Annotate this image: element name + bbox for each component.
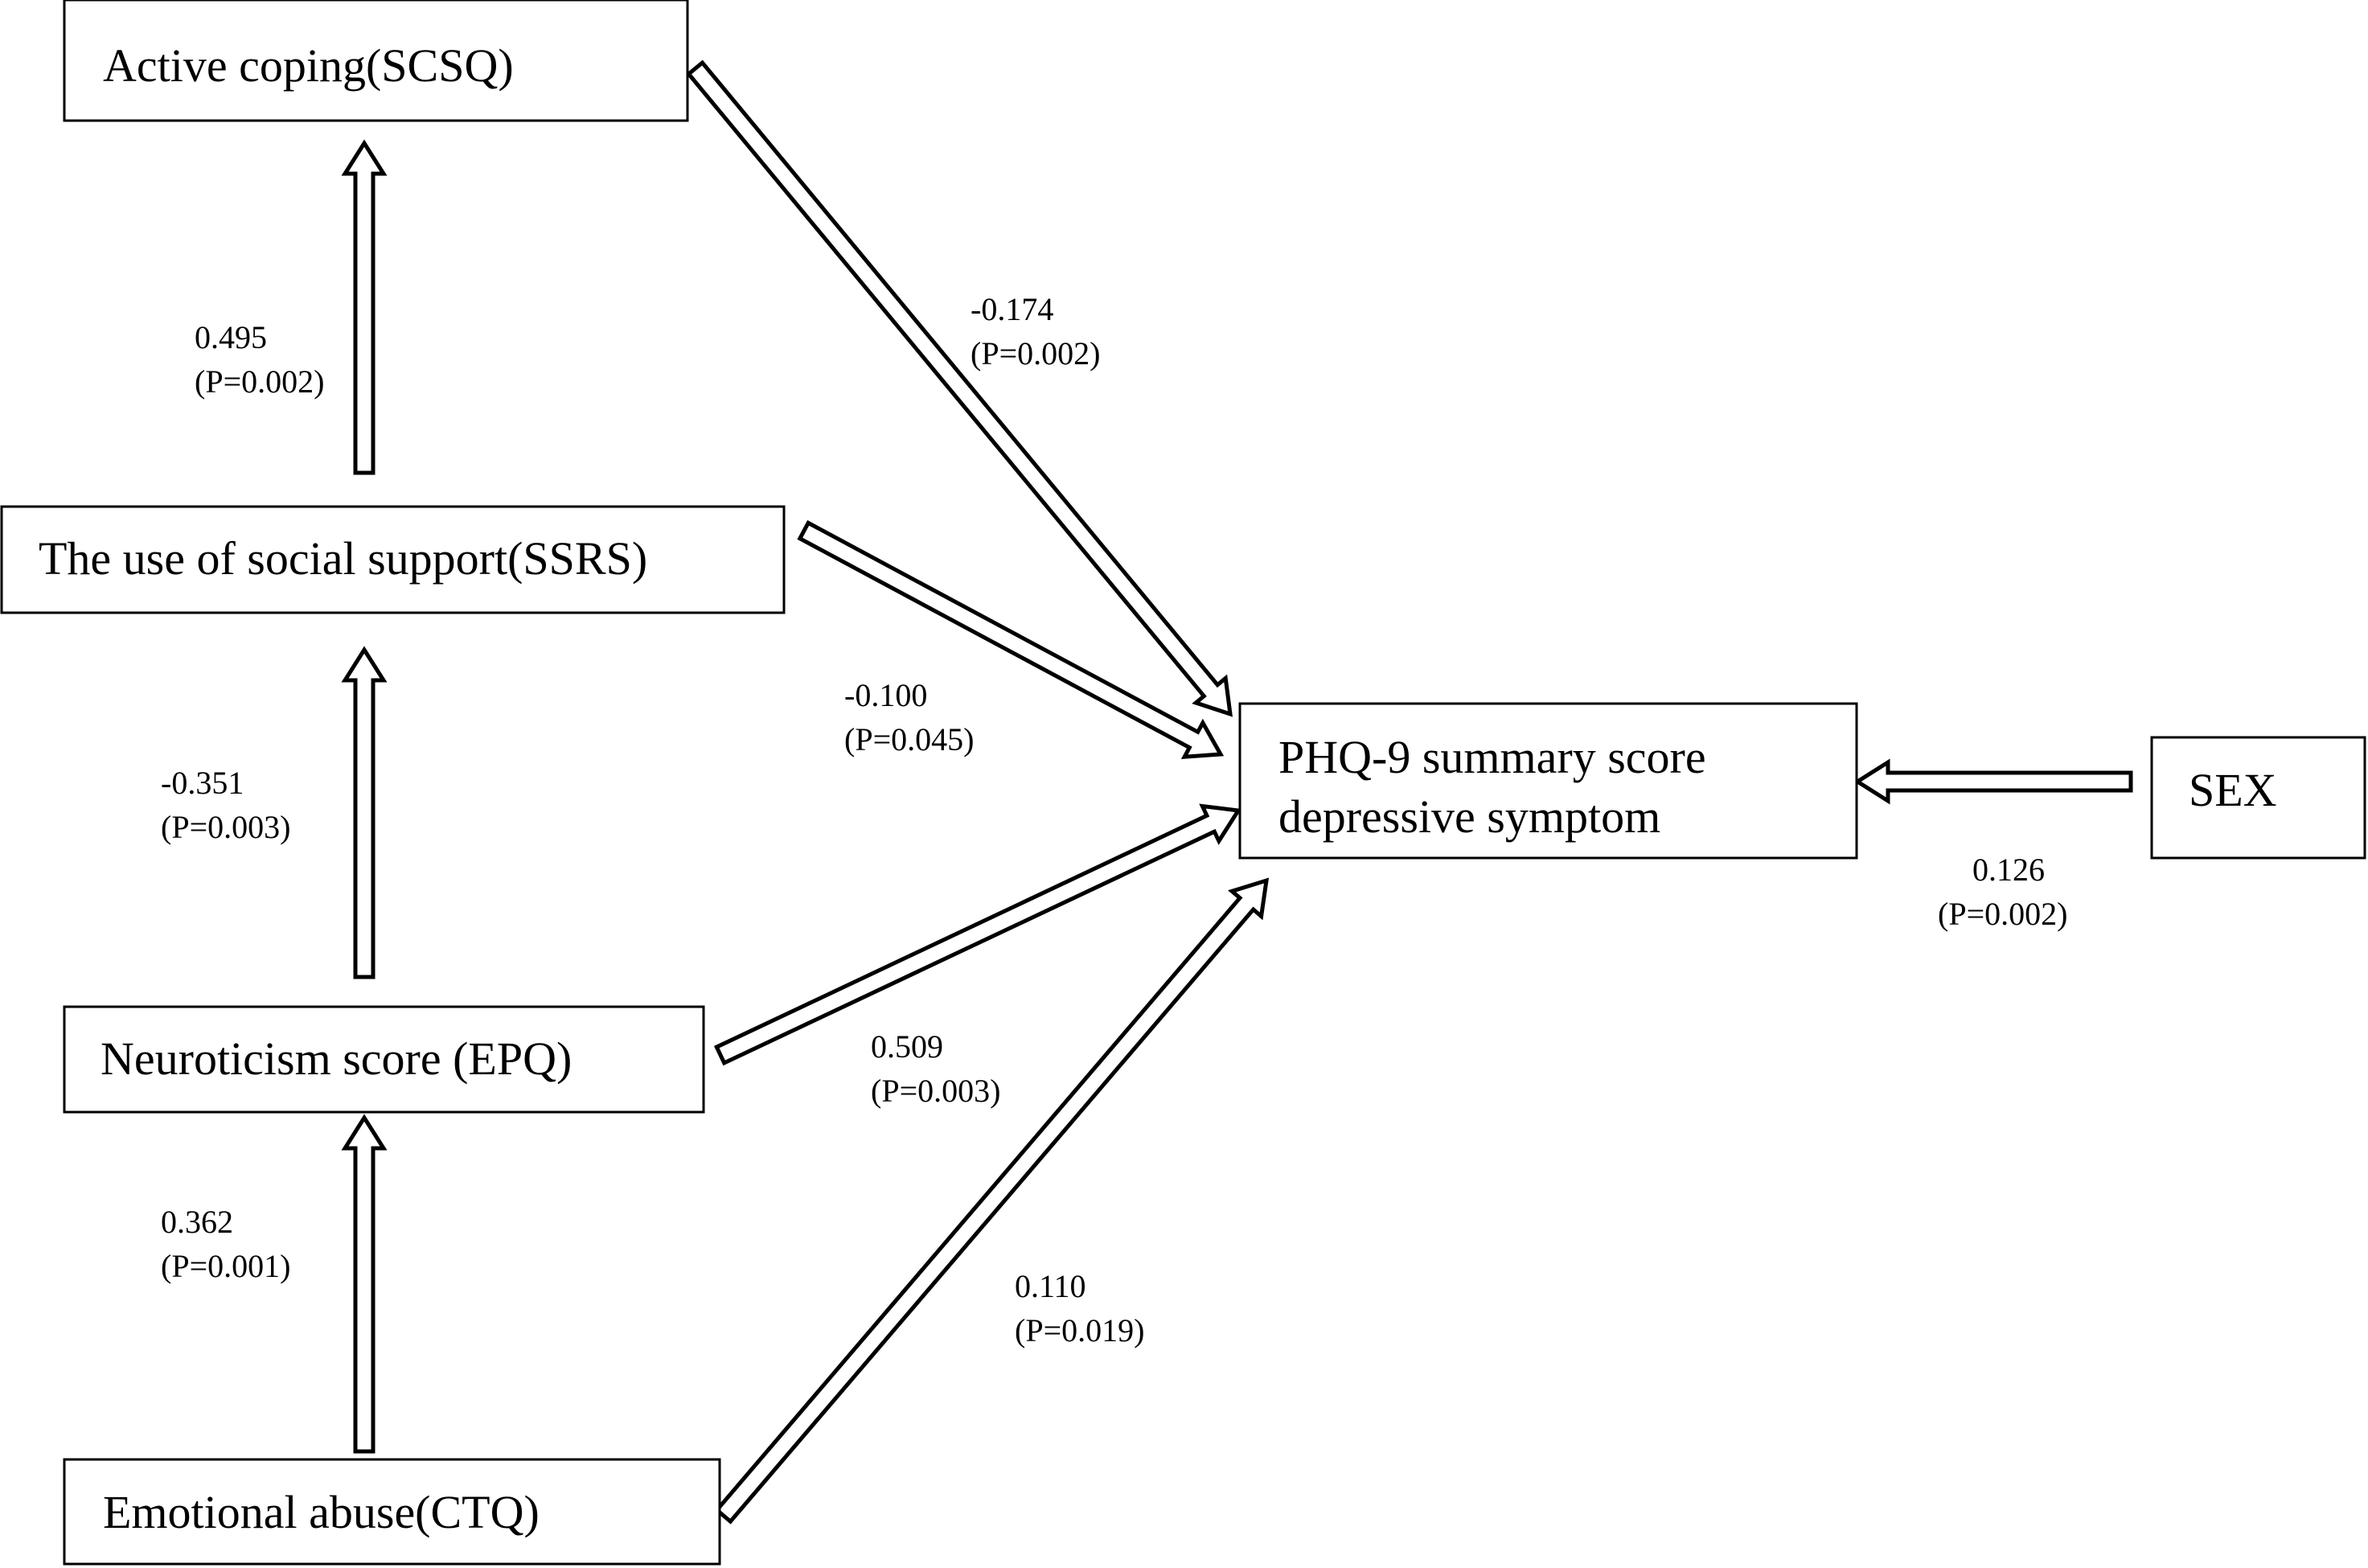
edge-pvalue: (P=0.045) <box>844 721 974 757</box>
edge-label-support-to-phq9: -0.100 (P=0.045) <box>844 677 974 757</box>
node-social-support-label: The use of social support(SSRS) <box>39 532 647 585</box>
edge-coef: 0.362 <box>161 1204 233 1240</box>
edge-pvalue: (P=0.001) <box>161 1248 290 1284</box>
edge-coef: 0.495 <box>195 319 267 355</box>
arrow-sex-to-phq9 <box>1853 758 2133 805</box>
edge-label-abuse-to-neuroticism: 0.362 (P=0.001) <box>161 1204 290 1284</box>
edge-label-neuroticism-to-phq9: 0.509 (P=0.003) <box>871 1028 1000 1109</box>
edge-coef: -0.100 <box>844 677 927 713</box>
edge-pvalue: (P=0.002) <box>971 335 1100 371</box>
node-emotional-abuse: Emotional abuse(CTQ) <box>63 1458 721 1566</box>
node-emotional-abuse-label: Emotional abuse(CTQ) <box>103 1486 540 1538</box>
arrows-layer <box>341 60 2133 1525</box>
edge-coef: 0.126 <box>1972 852 2045 888</box>
node-social-support: The use of social support(SSRS) <box>0 505 786 614</box>
edge-pvalue: (P=0.019) <box>1015 1312 1144 1348</box>
edge-coef: -0.174 <box>971 291 1053 327</box>
node-active-coping-label: Active coping(SCSQ) <box>103 39 514 92</box>
node-phq9-label-line2: depressive symptom <box>1278 790 1660 843</box>
node-active-coping: Active coping(SCSQ) <box>63 0 689 122</box>
edge-pvalue: (P=0.002) <box>195 363 324 400</box>
edge-label-neuroticism-to-support: -0.351 (P=0.003) <box>161 765 290 845</box>
edge-label-coping-to-phq9: -0.174 (P=0.002) <box>971 291 1100 371</box>
node-phq9-label-line1: PHQ-9 summary score <box>1278 731 1706 783</box>
node-sex: SEX <box>2150 736 2366 860</box>
edge-label-support-to-coping: 0.495 (P=0.002) <box>195 319 324 400</box>
node-phq9: PHQ-9 summary score depressive symptom <box>1238 702 1858 860</box>
edge-pvalue: (P=0.003) <box>871 1073 1000 1109</box>
edge-coef: -0.351 <box>161 765 244 801</box>
arrow-support-to-coping <box>341 139 388 475</box>
arrow-abuse-to-neuroticism <box>341 1114 388 1454</box>
edge-coef: 0.509 <box>871 1028 943 1065</box>
arrow-neuroticism-to-phq9 <box>713 803 1242 1066</box>
node-neuroticism: Neuroticism score (EPQ) <box>63 1005 705 1114</box>
node-neuroticism-label: Neuroticism score (EPQ) <box>101 1032 572 1085</box>
arrow-coping-to-phq9 <box>685 60 1233 717</box>
edge-pvalue: (P=0.002) <box>1938 896 2067 932</box>
edge-coef: 0.110 <box>1015 1268 1086 1304</box>
arrow-abuse-to-phq9 <box>714 877 1270 1525</box>
edge-label-abuse-to-phq9: 0.110 (P=0.019) <box>1015 1268 1144 1348</box>
edge-pvalue: (P=0.003) <box>161 809 290 845</box>
node-sex-label: SEX <box>2189 764 2277 816</box>
arrow-neuroticism-to-support <box>341 646 388 979</box>
arrow-support-to-phq9 <box>797 519 1225 760</box>
edge-label-sex-to-phq9: 0.126 (P=0.002) <box>1938 852 2067 932</box>
